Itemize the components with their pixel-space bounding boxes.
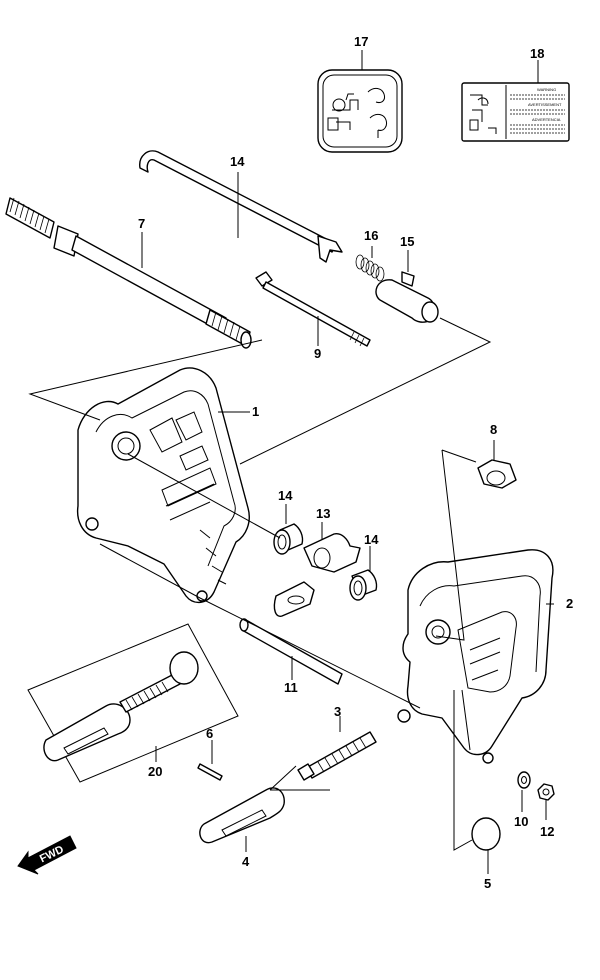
callout-8[interactable]: 8 bbox=[490, 422, 497, 437]
callout-20[interactable]: 20 bbox=[148, 764, 162, 779]
cap-5[interactable] bbox=[471, 817, 501, 851]
callout-19[interactable]: 18 bbox=[530, 46, 544, 61]
clamp-bracket-right-2[interactable] bbox=[397, 549, 554, 764]
callout-6[interactable]: 6 bbox=[206, 726, 213, 741]
callout-10[interactable]: 10 bbox=[514, 814, 528, 829]
callout-12[interactable]: 12 bbox=[540, 824, 554, 839]
callout-15[interactable]: 14 bbox=[230, 154, 245, 169]
callout-14-upper[interactable]: 14 bbox=[278, 488, 293, 503]
callout-2[interactable]: 2 bbox=[566, 596, 573, 611]
clamp-bracket-left-1[interactable] bbox=[76, 367, 250, 603]
callout-13[interactable]: 13 bbox=[316, 506, 330, 521]
callout-4[interactable]: 4 bbox=[242, 854, 250, 869]
callout-18[interactable]: 17 bbox=[354, 34, 368, 49]
lock-plate-13[interactable] bbox=[273, 532, 361, 617]
nut-12[interactable] bbox=[537, 783, 555, 801]
long-bolt-9[interactable] bbox=[255, 271, 371, 347]
clamp-screw-assembly-20[interactable] bbox=[27, 623, 239, 783]
warning-label-19[interactable]: WARNING AVERTISSEMENT ADVERTENCIA bbox=[461, 82, 570, 142]
callout-7[interactable]: 7 bbox=[138, 216, 145, 231]
nut-8[interactable] bbox=[477, 459, 517, 489]
callout-1[interactable]: 1 bbox=[252, 404, 259, 419]
spring-17[interactable] bbox=[355, 254, 385, 282]
callout-9[interactable]: 9 bbox=[314, 346, 321, 361]
fwd-arrow-icon: FWD bbox=[17, 835, 77, 875]
bushing-14-upper[interactable] bbox=[273, 523, 304, 555]
pin-11[interactable] bbox=[239, 618, 343, 685]
fwd-label: FWD bbox=[38, 844, 66, 866]
callout-labels: 17 18 14 7 16 15 9 1 8 14 13 14 2 11 3 6… bbox=[138, 34, 573, 891]
clamp-handle-4[interactable] bbox=[199, 787, 285, 844]
callout-5[interactable]: 5 bbox=[484, 876, 491, 891]
clamp-tube-7[interactable] bbox=[5, 197, 252, 349]
callout-16[interactable]: 15 bbox=[400, 234, 414, 249]
warning-label-line-1: WARNING bbox=[537, 87, 556, 92]
leader-lines bbox=[28, 50, 554, 874]
decal-sticker-18[interactable] bbox=[317, 69, 403, 153]
washer-10[interactable] bbox=[517, 771, 531, 789]
callout-11[interactable]: 11 bbox=[284, 680, 298, 695]
warning-label-line-2: AVERTISSEMENT bbox=[528, 102, 562, 107]
callout-17[interactable]: 16 bbox=[364, 228, 378, 243]
bushing-14-lower[interactable] bbox=[349, 569, 378, 601]
callout-3[interactable]: 3 bbox=[334, 704, 341, 719]
lever-knob-16[interactable] bbox=[375, 271, 439, 323]
clamp-screw-3[interactable] bbox=[297, 731, 377, 781]
warning-label-line-3: ADVERTENCIA bbox=[532, 117, 561, 122]
pin-6[interactable] bbox=[197, 763, 223, 781]
callout-14-lower[interactable]: 14 bbox=[364, 532, 379, 547]
